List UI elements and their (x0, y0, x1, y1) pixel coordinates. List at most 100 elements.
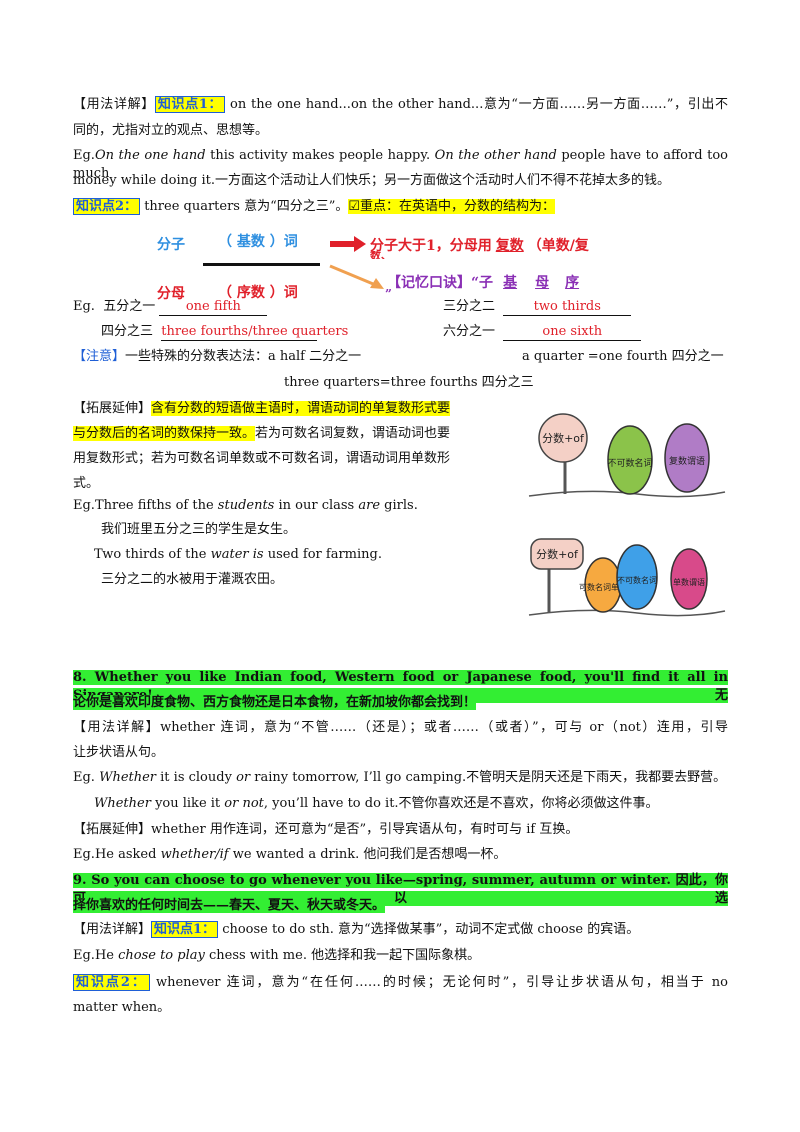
extend-text: whether 用作连词，还可意为“是否”，引导宾语从句，有时可与 if 互换。 (151, 822, 579, 837)
countable-character-icon (607, 425, 653, 495)
eg-text: , you’ll have to do it.不管你喜欢还是不喜欢，你将必须做这… (263, 796, 659, 811)
extend-line-2: 与分数后的名词的数保持一致。若为可数名词复数，谓语动词也要 (73, 425, 450, 443)
fraction-answer-2: two thirds (503, 299, 632, 316)
rule-text: 分子大于1，分母用 (370, 238, 492, 254)
mnemonic-line: 【记忆口诀】“子基母序 (387, 272, 587, 292)
sentence-9-title-2: 择你喜欢的任何时间去——春天、夏天、秋天或冬天。 (73, 898, 386, 913)
character-label-2: 复数谓语 (669, 455, 705, 467)
sentence-9-example: Eg.He chose to play chess with me. 他选择和我… (73, 947, 480, 965)
sentence-8-title-2: 论你是喜欢印度食物、西方食物还是日本食物，在新加坡你都会找到！ (73, 695, 477, 710)
knowledge-point-1-label: 知识点1： (154, 96, 226, 113)
sentence-8-extend: 【拓展延伸】whether 用作连词，还可意为“是否”，引导宾语从句，有时可与 … (73, 821, 578, 839)
fraction-example-3: 四分之三 three fourths/three quarters (101, 323, 349, 341)
eg-text: we wanted a drink. 他问我们是否想喝一杯。 (228, 847, 507, 862)
plural-verb-character-icon (664, 423, 710, 493)
notice-text: 一些特殊的分数表达法：a half 二分之一 (125, 349, 362, 364)
eg-text: chess with me. 他选择和我一起下国际象棋。 (204, 948, 481, 963)
fraction-answer-3: three fourths/three quarters (161, 324, 349, 341)
eg-text: girls. (380, 498, 418, 513)
knowledge-point-2-label: 知识点2： (73, 198, 141, 215)
eg-text-2: people have to afford too much (73, 148, 728, 181)
knowledge-point-2-text: whenever 连词，意为“在任何……的时候；无论何时”，引导让步状语从句，相… (155, 975, 729, 990)
rule-text-2: （单数/复 (527, 238, 589, 254)
sign-icon (538, 413, 588, 463)
numerator-word: （ 基数 ）词 (218, 234, 298, 250)
singular-verb-character-icon (670, 548, 708, 610)
sentence-9-usage: 【用法详解】知识点1： choose to do sth. 意为“选择做某事”，… (73, 921, 639, 939)
mnemonic-end: ” (385, 287, 392, 301)
rule-cut-text: 数、 (370, 251, 392, 259)
eg-prefix: Eg. (73, 148, 95, 163)
fraction-cartoon-2: 分数+of 可数名词单数 不可数名词 单数谓语 (528, 538, 726, 617)
extend-tag: 【拓展延伸】 (73, 401, 152, 416)
usage-line-1: 【用法详解】知识点1： on the one hand...on the oth… (73, 96, 728, 114)
orange-arrow-icon (370, 278, 384, 289)
eg-text: used for farming. (263, 547, 382, 562)
extend-line-4: 式。 (73, 476, 100, 491)
character-label-2: 不可数名词 (617, 575, 657, 585)
rule-line: 分子大于1，分母用复数（单数/复 (370, 235, 589, 255)
rule-blank: 复数 (495, 238, 524, 254)
fraction-answer-4: one sixth (503, 324, 642, 341)
sentence-9-kp2-line-1: 知识点2： whenever 连词，意为“在任何……的时候；无论何时”，引导让步… (73, 974, 728, 992)
sentence-8-example-3: Eg.He asked whether/if we wanted a drink… (73, 846, 506, 864)
sentence-9-kp2-line-2: matter when。 (73, 1000, 171, 1015)
mnemonic-tag: 【记忆口诀】“子 (387, 275, 494, 291)
eg-italic: or not (224, 796, 264, 811)
sentence-8-example-2: Whether you like it or not, you’ll have … (94, 795, 659, 813)
sentence-8-title-line-2: 论你是喜欢印度食物、西方食物还是日本食物，在新加坡你都会找到！ (73, 694, 477, 712)
numerator-label: 分子 (157, 237, 185, 253)
extend-line-1: 【拓展延伸】含有分数的短语做主语时，谓语动词的单复数形式要 (73, 400, 451, 418)
usage-tag: 【用法详解】 (73, 97, 155, 112)
fraction-question-3: 四分之三 (101, 324, 154, 339)
eg-text: you like it (150, 796, 225, 811)
fraction-question-2: 三分之二 (443, 299, 496, 314)
eg-text: Two thirds of the (94, 547, 211, 562)
knowledge-point-2-line: 知识点2： three quarters 意为“四分之三”。☑重点：在英语中，分… (73, 198, 556, 216)
character-label-1: 不可数名词 (607, 457, 652, 469)
extend-example-2: Two thirds of the water is used for farm… (94, 546, 382, 564)
right-arrow-icon (330, 236, 366, 252)
eg-text: Eg.Three fifths of the (73, 498, 218, 513)
fraction-example-1: Eg. 五分之一 one fifth (73, 298, 268, 316)
eg-italic-1: On the one hand (94, 148, 206, 163)
notice-tag: 【注意】 (73, 349, 126, 364)
sentence-8-usage-line-1: 【用法详解】whether 连词，意为“不管……（还是）；或者……（或者）”，可… (73, 719, 728, 737)
eg-prefix: Eg. (73, 299, 95, 314)
extend-translation-2: 三分之二的水被用于灌溉农田。 (101, 572, 284, 587)
eg-italic: Whether (99, 770, 157, 785)
eg-italic: Whether (94, 796, 151, 811)
ground-line (528, 490, 726, 498)
notice-text-2: a quarter =one fourth 四分之一 (522, 349, 724, 364)
usage-text: on the one hand...on the other hand...意为… (230, 97, 729, 112)
fraction-question-4: 六分之一 (443, 324, 496, 339)
character-label-3: 单数谓语 (673, 577, 705, 587)
ground-line (528, 609, 726, 617)
eg-italic: students (217, 498, 275, 513)
extend-tag: 【拓展延伸】 (73, 822, 152, 837)
denominator-word: （ 序数 ）词 (218, 285, 298, 301)
knowledge-point-2-text: three quarters 意为“四分之三”。 (144, 199, 349, 214)
eg-text-1: this activity makes people happy. (205, 148, 435, 163)
eg-text: Eg. (73, 770, 100, 785)
extend-translation-1: 我们班里五分之三的学生是女生。 (101, 522, 297, 537)
sign-text: 分数+of (536, 548, 579, 561)
extend-line-3: 用复数形式；若为可数名词单数或不可数名词，谓语动词用单数形 (73, 451, 451, 466)
eg-italic: chose to play (118, 948, 205, 963)
eg-text: rainy tomorrow, I’ll go camping.不管明天是阴天还… (250, 770, 727, 785)
usage-text: whether 连词，意为“不管……（还是）；或者……（或者）”，可与 or（n… (160, 720, 728, 735)
usage-line-2: 同的，尤指对立的观点、思想等。 (73, 123, 269, 138)
focus-note: ☑重点：在英语中，分数的结构为： (348, 199, 556, 214)
eg-text: it is cloudy (156, 770, 237, 785)
eg-italic: water is (210, 547, 264, 562)
extend-text-1: 若为可数名词复数，谓语动词也要 (255, 426, 451, 441)
eg-italic: or (236, 770, 251, 785)
sentence-8-example-1: Eg. Whether it is cloudy or rainy tomorr… (73, 769, 726, 787)
uncountable-character-icon (616, 544, 658, 610)
eg-text: in our class (274, 498, 359, 513)
extend-highlight-1: 含有分数的短语做主语时，谓语动词的单复数形式要 (151, 401, 451, 416)
fraction-question-1: 五分之一 (103, 299, 156, 314)
sign-icon (530, 538, 584, 570)
knowledge-point-2-label: 知识点2： (73, 974, 150, 991)
sentence-8-title-line-1: 8. Whether you like Indian food, Western… (73, 669, 728, 705)
